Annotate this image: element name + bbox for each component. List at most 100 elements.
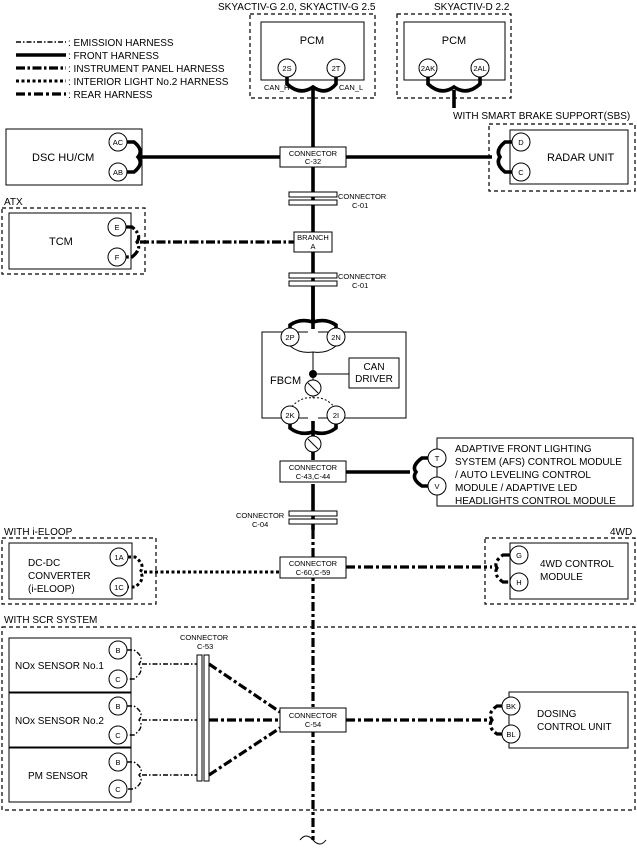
connector-c54-code: C-54 — [305, 720, 321, 729]
nox2-pin-b-label: B — [115, 702, 120, 711]
connector-c54 — [279, 707, 347, 733]
ieloop-outline — [1, 537, 157, 605]
fbcm-group: 2P 2N CAN DRIVER FBCM 2K 2I — [261, 286, 407, 453]
scr-system: WITH SCR SYSTEM CONNECTOR C-53 NOx SENSO… — [1, 615, 636, 811]
pcm-g-name: PCM — [300, 35, 324, 47]
connector-c04-title: CONNECTOR — [236, 511, 285, 520]
awd-control-module-box — [509, 542, 629, 600]
pcm-d-pin-2ak-label: 2AK — [421, 64, 435, 73]
dosing-pin-bl-label: BL — [506, 730, 515, 739]
connector-c54-title: CONNECTOR — [289, 711, 338, 720]
dsc-hu-cm-name: DSC HU/CM — [32, 152, 94, 164]
nox2-name: NOx SENSOR No.2 — [15, 716, 104, 727]
nox2-pin-c-label: C — [115, 731, 121, 740]
dosing-control-unit-box — [508, 691, 629, 749]
tcm-row: ATX TCM E F BRANCH A — [1, 197, 333, 275]
dcdc-pin-1c-label: 1C — [114, 583, 124, 592]
awd-label: 4WD — [610, 527, 632, 538]
awd-pin-g-label: G — [516, 551, 522, 560]
connector-c60-code: C-60,C-59 — [296, 568, 331, 577]
connector-c53 — [203, 654, 210, 782]
scr-label: WITH SCR SYSTEM — [4, 615, 97, 626]
can-driver-line2: DRIVER — [355, 374, 393, 385]
legend: : EMISSION HARNESS : FRONT HARNESS : INS… — [16, 38, 229, 101]
connector-c53-code: C-53 — [197, 642, 213, 651]
connector-c43-code: C-43,C-44 — [296, 472, 331, 481]
dosing-line1: DOSING — [537, 709, 577, 720]
connector-c01-lower-code: C-01 — [352, 281, 368, 290]
awd-pin-h — [509, 572, 529, 592]
ieloop-label: WITH i-ELOOP — [4, 527, 73, 538]
legend-interior-label: : INTERIOR LIGHT No.2 HARNESS — [68, 77, 229, 88]
legend-emission-label: : EMISSION HARNESS — [68, 38, 174, 49]
awd-pin-h-label: H — [516, 578, 521, 587]
pm-pin-b-label: B — [115, 758, 120, 767]
pcm-d-pin-2al-label: 2AL — [473, 64, 486, 73]
pcm-g-group: SKYACTIV-G 2.0, SKYACTIV-G 2.5 PCM 2S 2T… — [218, 2, 376, 99]
connector-c01-upper-title: CONNECTOR — [338, 192, 387, 201]
connector-c01-lower — [288, 280, 338, 287]
connector-c01-upper — [288, 199, 338, 206]
dcdc-line2: CONVERTER — [28, 571, 91, 582]
afs-line3: / AUTO LEVELING CONTROL — [455, 470, 591, 481]
tcm-name: TCM — [49, 236, 73, 248]
fbcm-pin-2n-label: 2N — [331, 333, 341, 342]
c32-row: DSC HU/CM AC AB CONNECTOR C-32 RADAR UNI… — [5, 123, 636, 192]
pcm-d-group: SKYACTIV-D 2.2 PCM 2AK 2AL WITH SMART BR… — [396, 2, 630, 122]
fbcm-junction — [309, 370, 317, 378]
c60-row: WITH i-ELOOP DC-DC CONVERTER (i-ELOOP) 1… — [1, 527, 636, 605]
afs-line2: SYSTEM (AFS) CONTROL MODULE — [455, 457, 622, 468]
pcm-g-pin-2t-label: 2T — [332, 64, 341, 73]
connector-c01-lower-title: CONNECTOR — [338, 272, 387, 281]
dsc-pin-ac-label: AC — [113, 138, 124, 147]
dcdc-pin-1a-label: 1A — [114, 553, 123, 562]
c01b-group: CONNECTOR C-01 — [288, 272, 387, 290]
pcm-d-name: PCM — [442, 35, 466, 47]
dosing-pin-bk-label: BK — [506, 702, 516, 711]
skyactiv-g-label: SKYACTIV-G 2.0, SKYACTIV-G 2.5 — [218, 2, 376, 13]
pm-pin-c — [108, 779, 128, 799]
sbs-label: WITH SMART BRAKE SUPPORT(SBS) — [453, 111, 630, 122]
dcdc-line1: DC-DC — [28, 558, 60, 569]
skyactiv-d-label: SKYACTIV-D 2.2 — [434, 2, 510, 13]
fbcm-pin-2i-label: 2I — [333, 411, 339, 420]
awd-cm-line1: 4WD CONTROL — [540, 559, 614, 570]
connector-c04-code: C-04 — [252, 520, 268, 529]
c01a-group: CONNECTOR C-01 — [288, 191, 387, 210]
afs-pin-v-label: V — [434, 482, 439, 491]
can-h-label: CAN_H — [264, 83, 289, 92]
can-driver-line1: CAN — [363, 362, 384, 373]
fbcm-pin-2p-label: 2P — [285, 333, 294, 342]
radar-pin-d-label: D — [518, 138, 524, 147]
connector-c04 — [288, 518, 338, 525]
nox1-name: NOx SENSOR No.1 — [15, 661, 104, 672]
branch-a-title: BRANCH — [297, 233, 329, 242]
radar-pin-c-label: C — [518, 168, 524, 177]
afs-pin-t-label: T — [435, 454, 440, 463]
radar-unit-name: RADAR UNIT — [547, 152, 615, 164]
afs-line4: MODULE / ADAPTIVE LED — [455, 483, 577, 494]
connector-c01-upper-code: C-01 — [352, 201, 368, 210]
harness-continuation-mark — [299, 835, 327, 845]
connector-c32-title: CONNECTOR — [289, 149, 338, 158]
nox1-pin-c-label: C — [115, 675, 121, 684]
pcm-g-pin-2s-label: 2S — [282, 64, 291, 73]
dosing-line2: CONTROL UNIT — [537, 722, 612, 733]
branch-a — [293, 231, 333, 253]
connector-c32-code: C-32 — [305, 157, 321, 166]
afs-pin-v — [427, 476, 447, 496]
pcm-g-box — [260, 21, 365, 81]
c43-row: CONNECTOR C-43,C-44 T V ADAPTIVE FRONT L… — [279, 437, 634, 507]
sbs-outline — [488, 123, 636, 192]
dcdc-line3: (i-ELOOP) — [28, 584, 75, 595]
scr-outline — [1, 626, 636, 811]
can-driver-box — [348, 357, 400, 389]
dsc-pin-ab-label: AB — [113, 168, 123, 177]
connector-c43-title: CONNECTOR — [289, 463, 338, 472]
can-l-label: CAN_L — [339, 83, 363, 92]
atx-label: ATX — [4, 197, 23, 208]
afs-control-module-box — [436, 437, 634, 507]
fbcm-name: FBCM — [270, 375, 301, 387]
connector-c60-title: CONNECTOR — [289, 559, 338, 568]
